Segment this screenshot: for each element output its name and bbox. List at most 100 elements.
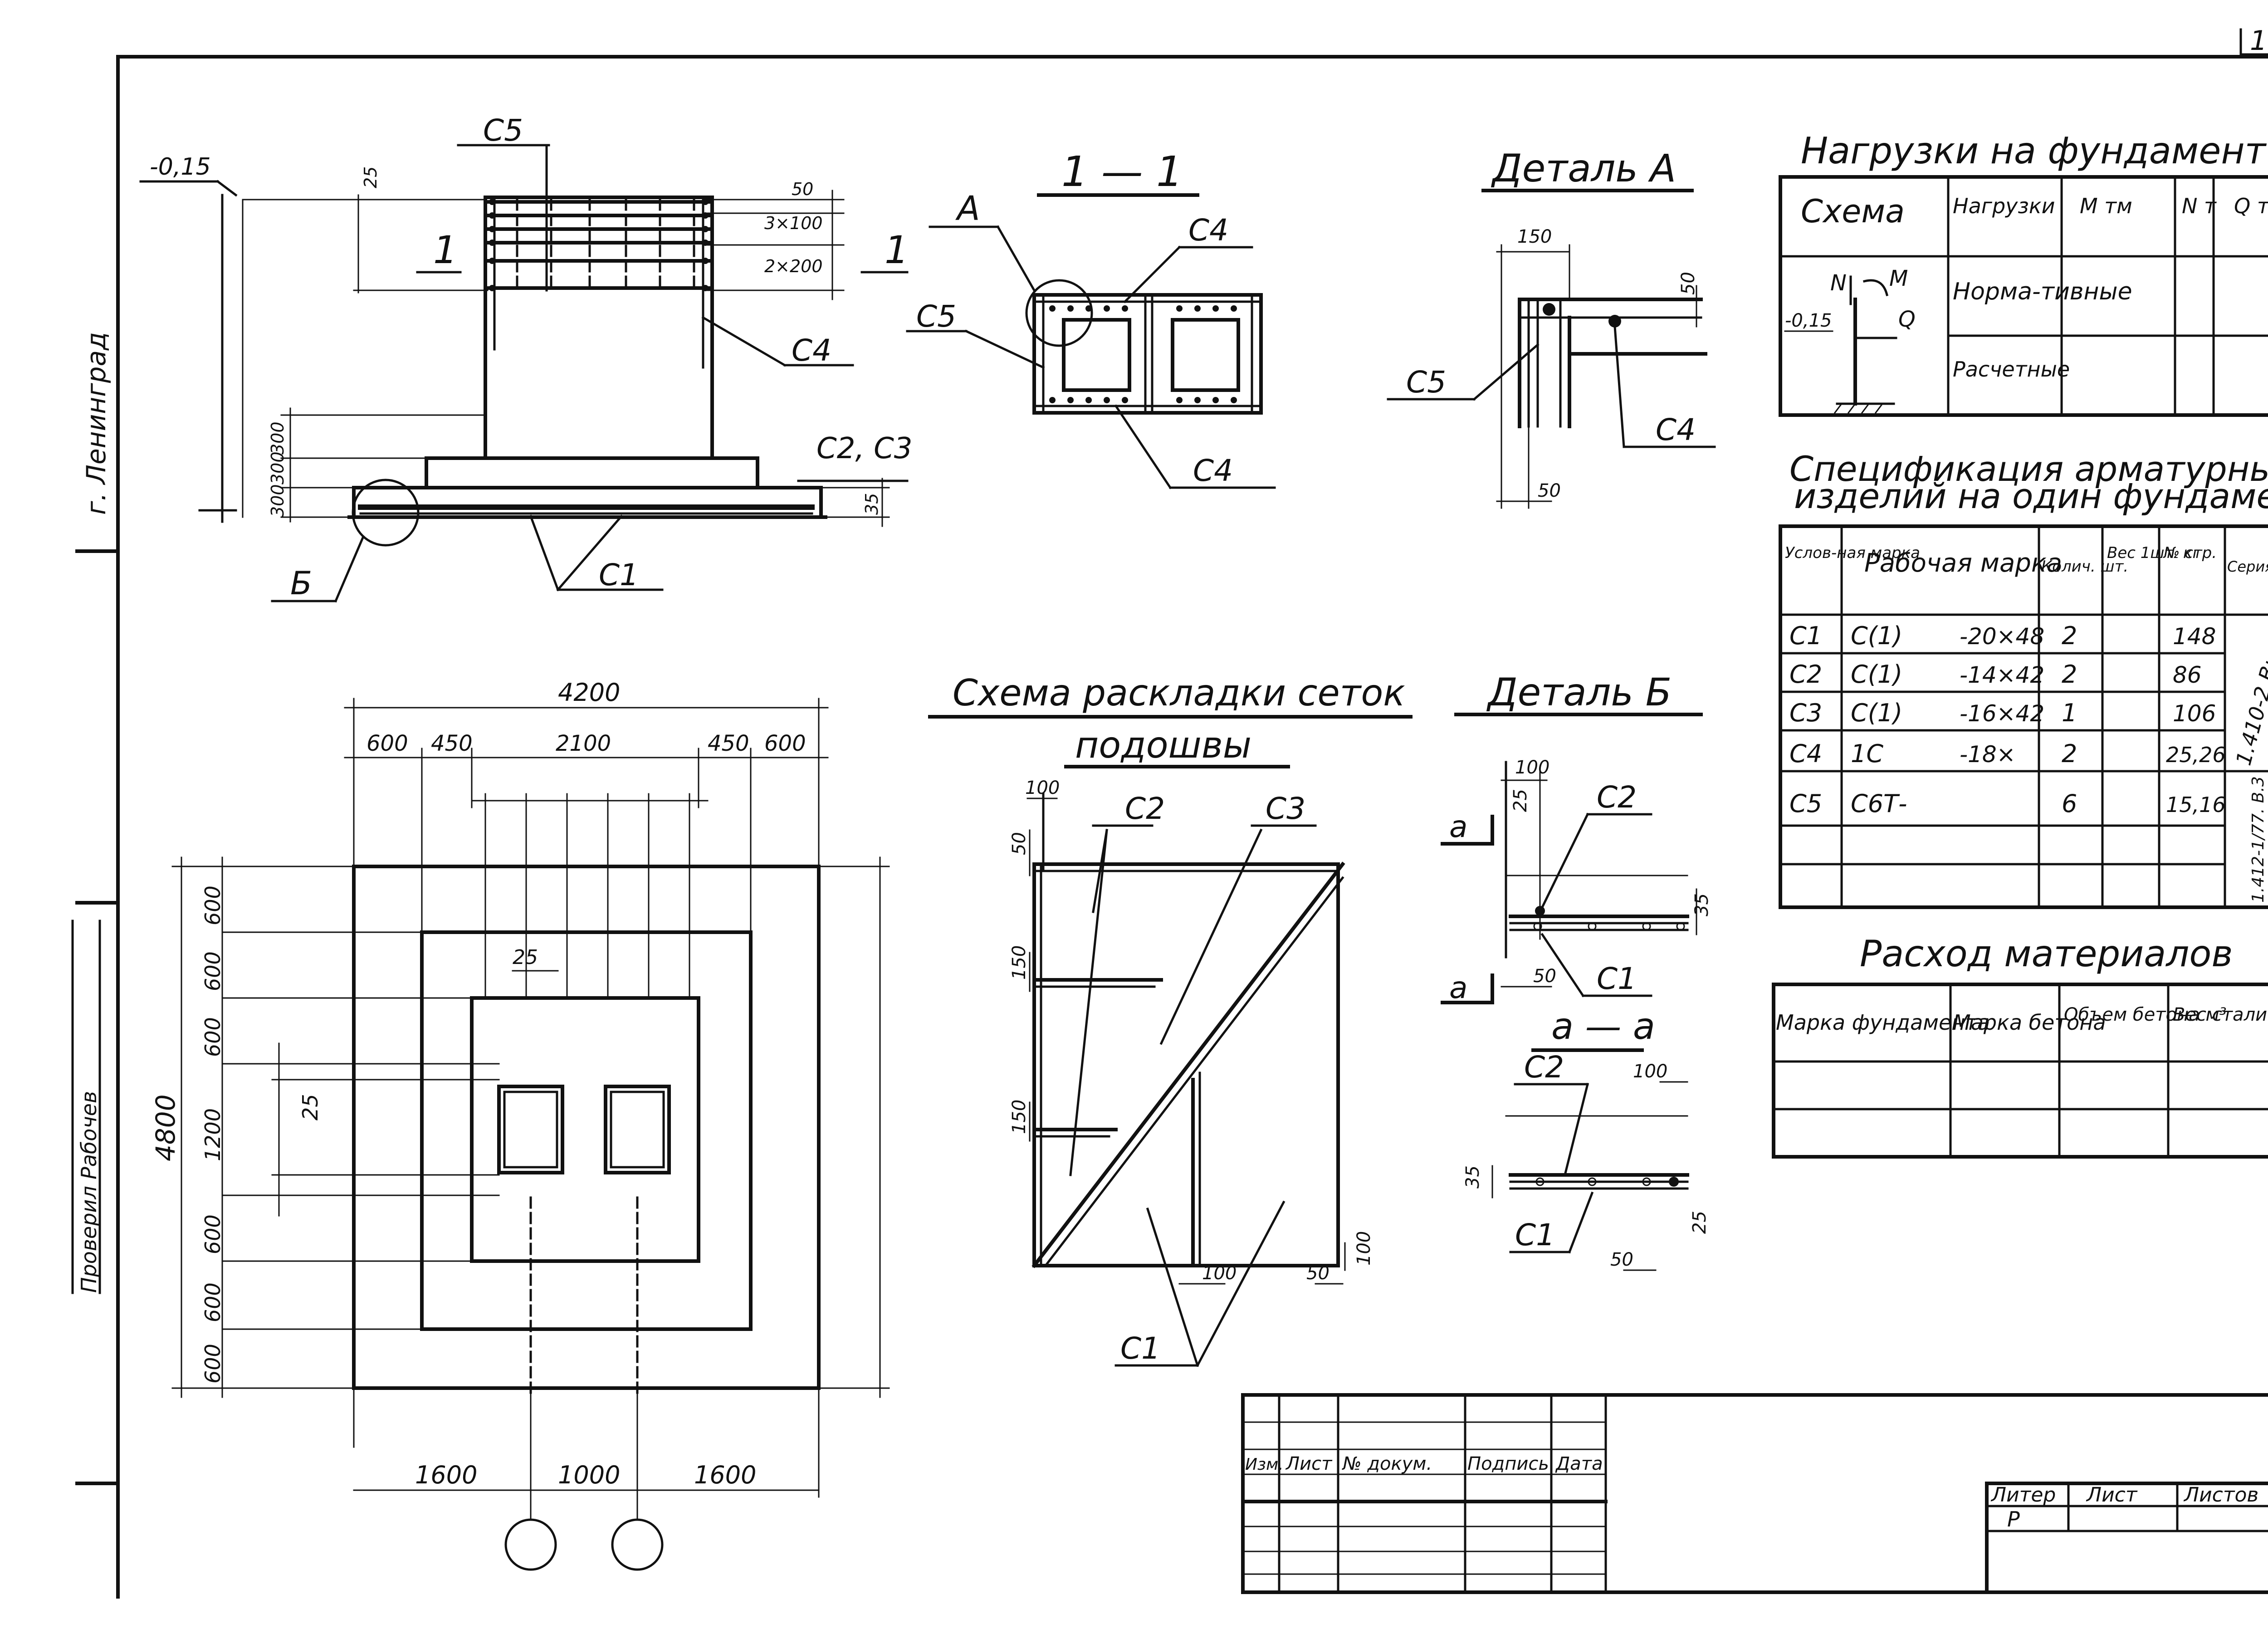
spec-mark: С1 [1789, 621, 1822, 650]
tb-header-izm: Изм. [1245, 1455, 1284, 1474]
spec-mark: С5 [1789, 789, 1822, 818]
plan-left-25: 25 [298, 1094, 323, 1120]
sheet-frame: 166 г. Ленинград Проверил Рабочев [71, 25, 2268, 1599]
spec-title-2: изделий на один фундамент [1794, 476, 2268, 516]
scheme-n: N [1830, 270, 1847, 296]
plan-bottom-1600-left: 1600 [415, 1461, 477, 1489]
spec-row: С2 С(1) -14×42 2 86 [1789, 660, 2202, 689]
detail-b-dim-100: 100 [1515, 757, 1549, 778]
plan-bottom-1000: 1000 [558, 1461, 620, 1489]
cut-1-left: 1 [433, 228, 457, 272]
spec-qty: 2 [2062, 621, 2077, 650]
spec-row: С4 1С -18× 2 25,26 [1789, 739, 2226, 768]
loads-row-normative: Норма-тивные [1953, 278, 2132, 305]
spec-header-series: Серия, выпуск [2227, 558, 2268, 575]
spec-series-2: 1.412-1/77. В.3 [2249, 776, 2268, 903]
section-aa-c1: С1 [1515, 1218, 1555, 1252]
loads-header-scheme: Схема [1801, 193, 1905, 230]
plan-left-total: 4800 [150, 1094, 181, 1161]
section-c5: С5 [916, 299, 956, 334]
detail-b-title: Деталь Б [1486, 670, 1672, 714]
spec-header-weight: Вес 1шт. кг [2107, 544, 2201, 562]
dim-left-1: 300 [268, 484, 288, 517]
loads-title: Нагрузки на фундамент [1801, 130, 2267, 172]
spec-size: -18× [1960, 741, 2016, 768]
loads-row-design: Расчетные [1953, 357, 2070, 382]
materials-header-concrete: Марка бетона [1953, 1010, 2106, 1035]
dim-right-35: 35 [862, 493, 882, 515]
tb-literal-value: Р [2007, 1507, 2020, 1531]
mesh-title-1: Схема раскладки сеток [953, 672, 1405, 714]
detail-b-cut-bottom: а [1449, 970, 1467, 1005]
axis-bubble-left [504, 1518, 557, 1571]
section-aa-dim-50: 50 [1610, 1249, 1633, 1270]
proveril-label: Проверил [77, 1186, 101, 1293]
mesh-dim-100-right: 100 [1354, 1231, 1374, 1266]
detail-a-dim-150: 150 [1517, 226, 1552, 247]
section-aa-c2: С2 [1524, 1050, 1564, 1085]
plan-left-600-3: 600 [200, 1017, 225, 1057]
dim-top-left: 25 [361, 166, 381, 188]
spec-mark: С4 [1789, 739, 1822, 768]
detail-b-c1: С1 [1597, 961, 1637, 996]
tb-header-doc: № докум. [1342, 1453, 1432, 1474]
mesh-dim-150-a: 150 [1009, 945, 1030, 980]
tb-header-date: Дата [1555, 1453, 1603, 1474]
spec-qty: 2 [2062, 739, 2077, 768]
spec-work: С(1) [1851, 660, 1902, 689]
spec-page: 86 [2173, 662, 2202, 688]
section-c4-bottom: С4 [1193, 453, 1233, 488]
title-block: Изм. Лист № докум. Подпись Дата Литер Ли… [1241, 1393, 2268, 1594]
spec-size: -20×48 [1960, 623, 2044, 650]
tb-sheets: Листов [2183, 1483, 2258, 1507]
c5-top-label: С5 [483, 113, 523, 148]
callout-b: Б [290, 565, 312, 602]
plan-left-1200: 1200 [200, 1108, 225, 1161]
spec-title-1: Спецификация арматурных [1789, 449, 2268, 489]
section-aa-title: а — а [1551, 1005, 1655, 1047]
spec-header-qty: Колич. шт. [2041, 558, 2128, 576]
section-1-1-title: 1 — 1 [1061, 147, 1183, 196]
loads-header-loads: Нагрузки [1953, 194, 2055, 218]
spec-mark: С3 [1789, 699, 1822, 727]
loads-header-n: N т [2182, 194, 2217, 218]
detail-a-c4: С4 [1656, 412, 1696, 447]
spec-qty: 1 [2062, 699, 2077, 727]
mesh-dim-100-top: 100 [1025, 778, 1060, 798]
c2c3-label: С2, С3 [816, 432, 913, 465]
section-aa-dim-100: 100 [1633, 1061, 1667, 1082]
elevation-view: -0,15 [139, 113, 913, 603]
spec-mark: С2 [1789, 660, 1822, 689]
plan-left-600-4: 600 [200, 1214, 225, 1254]
mesh-dim-100-bottom: 100 [1202, 1263, 1237, 1284]
materials-table: Расход материалов Марка фундамента Марка… [1772, 933, 2268, 1159]
mesh-c1: С1 [1120, 1331, 1160, 1366]
plan-left-600-2: 600 [200, 951, 225, 991]
dim-right-2x200: 2×200 [764, 256, 823, 276]
plan-inner-25: 25 [513, 946, 538, 969]
spec-header-page: № стр. [2163, 544, 2217, 562]
spec-qty: 6 [2062, 789, 2077, 818]
detail-a-title: Деталь А [1491, 146, 1676, 191]
scheme-m: M [1889, 266, 1908, 291]
spec-row: С5 С6Т- 6 15,16 [1789, 789, 2226, 818]
section-1-1: 1 — 1 А С4 С5 [906, 147, 1276, 489]
plan-left-600-1: 600 [200, 885, 225, 925]
sheet-number: 166 [2250, 25, 2268, 57]
spec-size: -16×42 [1960, 700, 2044, 727]
spec-series-1: 1.410-2 Вып.1 [2231, 615, 2268, 768]
materials-header-steel: Вес стали кг [2173, 1004, 2268, 1025]
plan-top-total: 4200 [558, 678, 620, 707]
dim-right-50: 50 [792, 179, 813, 199]
c4-elev-label: С4 [792, 333, 831, 368]
spec-page: 148 [2173, 623, 2216, 650]
plan-left-600-6: 600 [200, 1344, 225, 1384]
plan-top-600-left: 600 [367, 731, 408, 756]
mesh-c3: С3 [1266, 791, 1305, 826]
dim-right-3x100: 3×100 [764, 213, 823, 233]
loads-table: Нагрузки на фундамент Схема Нагрузки M т… [1779, 130, 2268, 417]
detail-a: Деталь А 150 50 50 С5 С4 [1387, 146, 1716, 509]
tb-literal: Литер [1990, 1483, 2056, 1507]
spec-header-cond: Услов-ная марка [1785, 544, 1920, 562]
materials-header-found: Марка фундамента [1776, 1010, 1990, 1035]
